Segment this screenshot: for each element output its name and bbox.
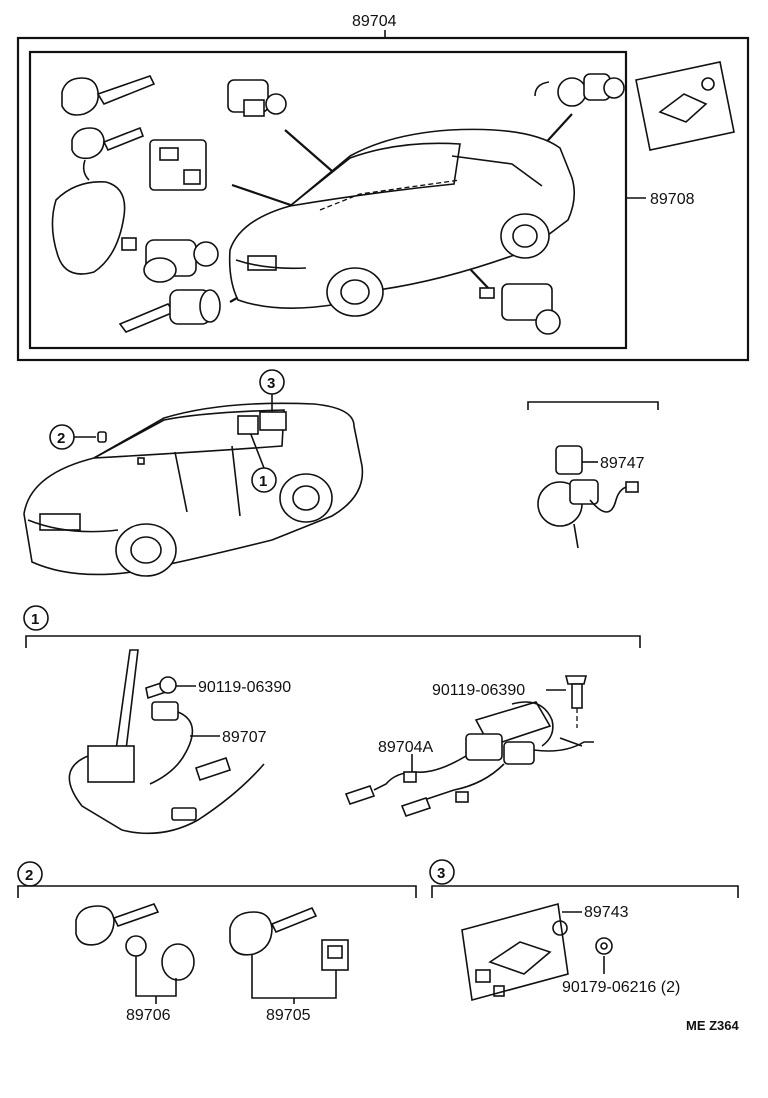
bracket-section-1	[25, 635, 641, 648]
security-computer-top-icon	[635, 61, 735, 151]
outer-frame-89704	[16, 36, 750, 362]
label-bolt-left: 90119-06390	[198, 679, 291, 696]
key-ring-icon	[125, 935, 147, 957]
callout-1-leader	[249, 431, 265, 469]
section-3-circle	[429, 859, 455, 885]
key-cap-icon	[161, 943, 195, 981]
security-computer-89743-icon	[461, 902, 569, 1002]
car-main-illustration	[23, 402, 364, 577]
callout-2-text: 2	[57, 430, 65, 447]
label-89706: 89706	[126, 1007, 171, 1024]
transponder-chip-icon	[321, 939, 349, 971]
door-lock-sensor-right-icon	[534, 73, 625, 107]
wire-harness-89704a-icon	[344, 701, 594, 817]
car-top-illustration	[228, 128, 576, 317]
nut-icon	[595, 937, 613, 955]
key-blank-icon	[97, 431, 107, 443]
car-overview-group: 2 3 1	[23, 369, 364, 577]
callout-3-text: 3	[267, 375, 275, 392]
figure-code: ME Z364	[686, 1018, 740, 1033]
glass-break-sensor-icon	[537, 445, 639, 549]
label-89704a: 89704A	[378, 739, 433, 756]
key-89705-icon	[229, 906, 318, 956]
label-89705: 89705	[266, 1007, 311, 1024]
section-3-group: 3 89743 90179-06216 (2)	[429, 859, 739, 1002]
sensor-89747-group: 89747	[527, 401, 659, 549]
arrow-line-1	[284, 129, 341, 179]
trunk-cylinder-icon	[118, 289, 221, 333]
section-3-text: 3	[437, 865, 445, 882]
section-1-group: 1 90119-06390 89707 90119-06390	[23, 605, 641, 835]
label-bolt-right: 90119-06390	[432, 682, 525, 699]
label-89743: 89743	[584, 904, 629, 921]
lock-cylinder-mid-icon	[121, 237, 219, 283]
inner-frame-89708	[28, 50, 628, 350]
callout-1-text: 1	[259, 473, 267, 490]
computer-location-icon	[259, 411, 287, 431]
label-89707: 89707	[222, 729, 267, 746]
lock-cylinder-top-icon	[227, 79, 287, 117]
label-89704: 89704	[352, 13, 397, 30]
label-89708: 89708	[650, 191, 695, 208]
key-fob-icon	[51, 159, 126, 275]
key-upper-icon	[61, 75, 156, 116]
assembly-89704-group: 89704 89708	[16, 13, 750, 362]
section-2-group: 2 89706 89705	[17, 861, 417, 1024]
key-89706-icon	[75, 903, 160, 946]
key-lower-icon	[71, 126, 145, 160]
bolt-right-icon	[564, 675, 588, 728]
door-sensor-89707-icon	[68, 649, 265, 835]
bracket-section-2	[17, 885, 417, 898]
section-1-circle	[23, 605, 49, 631]
label-nut: 90179-06216 (2)	[562, 979, 680, 996]
section-1-text: 1	[31, 611, 39, 628]
sensor-location-icon	[237, 415, 259, 435]
bolt-left-icon	[145, 676, 177, 700]
door-switch-icon	[149, 139, 207, 191]
bracket-89747	[527, 401, 659, 410]
bracket-section-3	[431, 885, 739, 898]
trunk-switch-icon	[479, 283, 561, 335]
label-89747: 89747	[600, 455, 645, 472]
section-2-text: 2	[25, 867, 33, 884]
